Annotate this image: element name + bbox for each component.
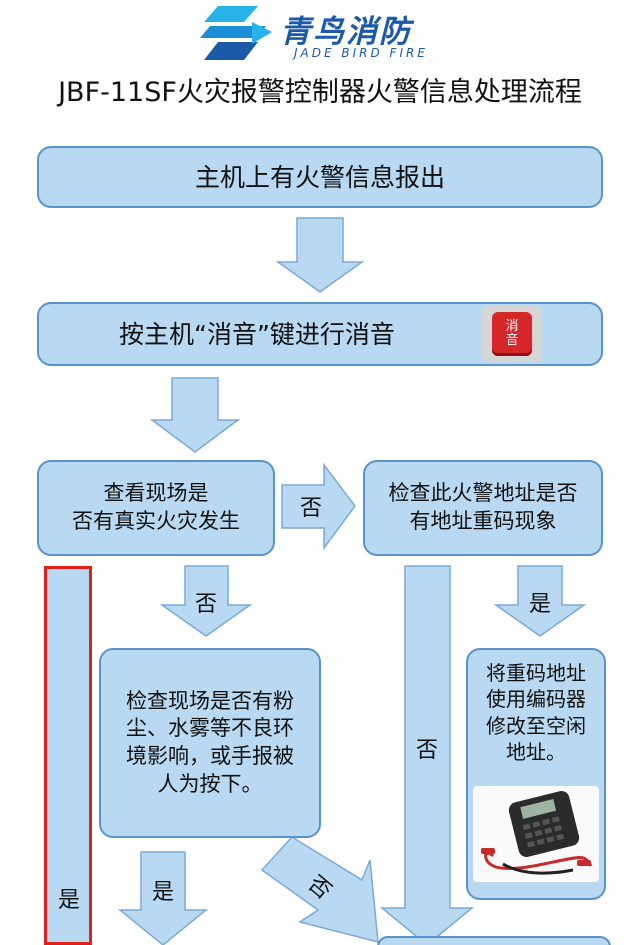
mute-key-icon: 消 音 [482, 306, 542, 362]
step-press-mute-text: 按主机“消音”键进行消音 [119, 318, 395, 351]
label-yes-down-right: 是 [524, 588, 556, 616]
encoder-cable [486, 853, 591, 868]
label-yes-left: 是 [54, 884, 84, 912]
step-fire-alarm-reported-text: 主机上有火警信息报出 [195, 161, 445, 194]
label-no-down: 否 [190, 588, 222, 616]
step-fire-alarm-reported: 主机上有火警信息报出 [37, 146, 603, 208]
mute-key-button: 消 音 [492, 312, 532, 356]
label-yes-bottom: 是 [148, 876, 178, 904]
step-reassign-address-text: 将重码地址 使用编码器 修改至空闲 地址。 [486, 660, 586, 766]
step-check-environment: 检查现场是否有粉 尘、水雾等不良环 境影响，或手报被 人为按下。 [99, 648, 321, 838]
step-check-address-duplicate-text: 检查此火警地址是否 有地址重码现象 [389, 480, 578, 535]
label-no-right: 否 [296, 492, 326, 520]
bottom-box-edge [378, 937, 610, 945]
encoder-device-image [473, 786, 599, 882]
arrow-down-2 [152, 378, 238, 452]
step-check-address-duplicate: 检查此火警地址是否 有地址重码现象 [363, 460, 603, 556]
step-check-real-fire-text: 查看现场是 否有真实火灾发生 [72, 480, 240, 535]
arrow-down-1 [278, 218, 362, 292]
step-check-environment-text: 检查现场是否有粉 尘、水雾等不良环 境影响，或手报被 人为按下。 [126, 688, 294, 799]
mute-key-label: 消 音 [505, 320, 518, 349]
step-check-real-fire: 查看现场是 否有真实火灾发生 [37, 460, 275, 556]
label-no-long: 否 [412, 734, 442, 762]
